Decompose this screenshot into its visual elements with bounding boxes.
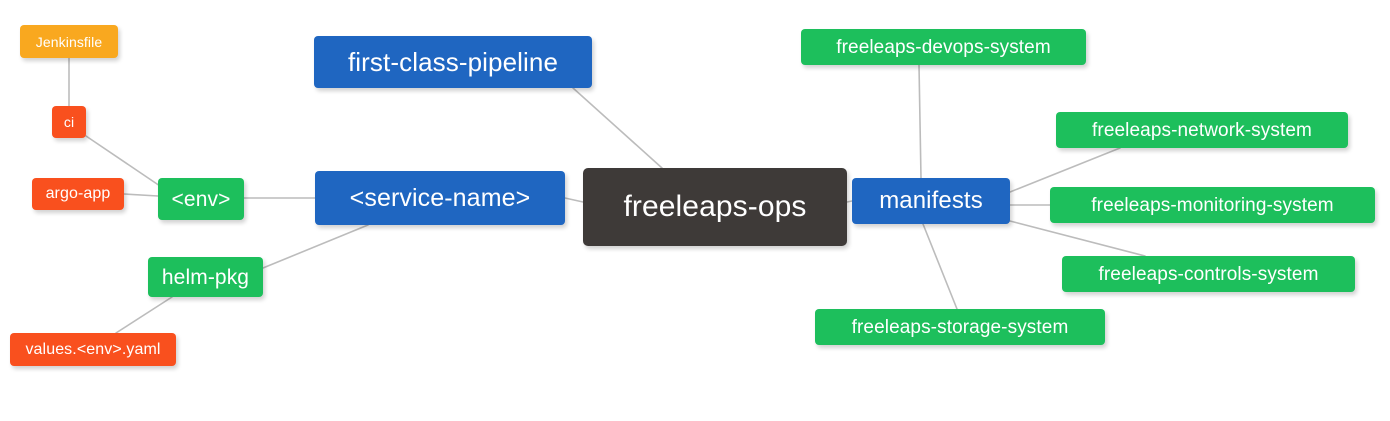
node-manifests[interactable]: manifests: [852, 178, 1010, 224]
node-ci[interactable]: ci: [52, 106, 86, 138]
node-freeleaps-controls-system[interactable]: freeleaps-controls-system: [1062, 256, 1355, 292]
node-freeleaps-storage-system[interactable]: freeleaps-storage-system: [815, 309, 1105, 345]
node-argo-app[interactable]: argo-app: [32, 178, 124, 210]
node-helm-pkg[interactable]: helm-pkg: [148, 257, 263, 297]
edge-manifests-to-freeleaps-controls-system: [1009, 220, 1146, 257]
edge-service-name-to-helm-pkg: [262, 224, 369, 269]
edge-service-name-to-freeleaps-ops: [564, 197, 584, 203]
node-freeleaps-network-system[interactable]: freeleaps-network-system: [1056, 112, 1348, 148]
edge-helm-pkg-to-values-env-yaml: [115, 296, 173, 334]
node-freeleaps-monitoring-system[interactable]: freeleaps-monitoring-system: [1050, 187, 1375, 223]
node-env[interactable]: <env>: [158, 178, 244, 220]
node-values-env-yaml[interactable]: values.<env>.yaml: [10, 333, 176, 366]
node-freeleaps-ops[interactable]: freeleaps-ops: [583, 168, 847, 246]
edge-manifests-to-freeleaps-network-system: [1009, 147, 1121, 193]
node-freeleaps-devops-system[interactable]: freeleaps-devops-system: [801, 29, 1086, 65]
edge-manifests-to-freeleaps-storage-system: [922, 223, 958, 310]
edge-first-class-pipeline-to-freeleaps-ops: [572, 87, 663, 169]
node-service-name[interactable]: <service-name>: [315, 171, 565, 225]
node-first-class-pipeline[interactable]: first-class-pipeline: [314, 36, 592, 88]
edge-manifests-to-freeleaps-devops-system: [918, 64, 922, 179]
edge-argo-app-to-env: [123, 193, 159, 197]
node-jenkinsfile[interactable]: Jenkinsfile: [20, 25, 118, 58]
